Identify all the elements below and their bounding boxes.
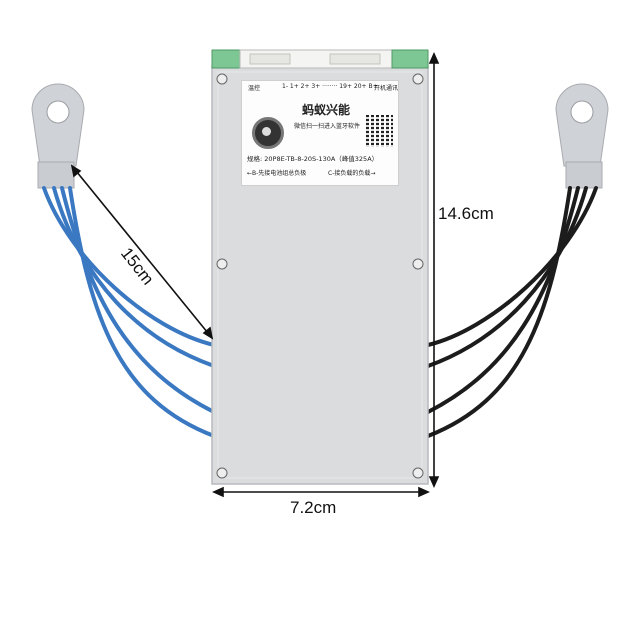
product-label: 温控 1- 1+ 2+ 3+ ········ 19+ 20+ B+ 开机通讯 … <box>241 80 399 186</box>
temp-port-label: 温控 <box>248 85 261 92</box>
load-wires-black <box>426 186 598 438</box>
scan-tagline: 微信扫一扫进入蓝牙软件 <box>294 123 361 130</box>
b-terminal-note: ←B-先接电池组总负极 <box>247 170 307 177</box>
qr-code-pattern <box>366 115 393 147</box>
right-ring-terminal <box>555 83 609 189</box>
spec-line: 规格: 20P8E-TB-8-20S-130A（峰值325A） <box>247 155 379 163</box>
dimension-line-cable <box>70 164 214 340</box>
dimension-line-width <box>212 486 430 498</box>
mounting-screws <box>216 73 424 479</box>
brand-name: 蚂蚁兴能 <box>302 103 351 117</box>
rotary-switch-center <box>262 127 271 136</box>
pin-number-row: 1- 1+ 2+ 3+ ········ 19+ 20+ B+ <box>282 83 378 90</box>
dimension-line-height <box>428 52 440 488</box>
rotary-switch-icon <box>252 117 284 149</box>
comm-port-label: 开机通讯 <box>374 85 399 92</box>
height-dimension-label: 14.6cm <box>438 204 494 223</box>
top-connectors <box>211 49 429 69</box>
left-ring-terminal <box>31 83 85 189</box>
c-terminal-note: C-接负载的负载→ <box>328 170 376 177</box>
battery-wires-blue <box>42 186 216 438</box>
width-dimension-label: 7.2cm <box>290 498 337 517</box>
